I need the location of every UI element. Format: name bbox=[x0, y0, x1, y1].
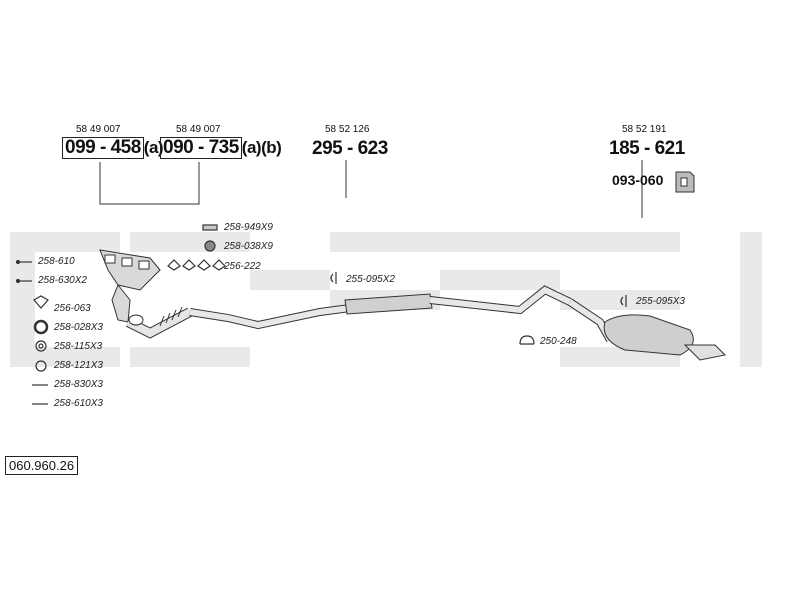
variant-suffix: (a) bbox=[143, 138, 164, 157]
variant-suffix: (a)(b) bbox=[241, 138, 282, 157]
left-part-label[interactable]: 258-610 bbox=[38, 256, 75, 267]
left-part-label[interactable]: 258-830X3 bbox=[54, 379, 103, 390]
part-number-rear-silencer[interactable]: 185 - 621 bbox=[609, 138, 685, 159]
mounting-bracket-icon bbox=[675, 171, 695, 193]
left-part-label[interactable]: 258-115X3 bbox=[54, 341, 103, 352]
top-part-label[interactable]: 256-222 bbox=[224, 261, 261, 272]
part-number-box[interactable]: 099 - 458 bbox=[62, 137, 144, 159]
hanger-icon bbox=[519, 335, 535, 345]
lock-nut-icon bbox=[204, 240, 216, 252]
left-part-label[interactable]: 258-610X3 bbox=[54, 398, 103, 409]
clamp-icon bbox=[330, 272, 337, 284]
bolt-head-icon bbox=[15, 259, 21, 265]
rear-silencer bbox=[567, 298, 727, 361]
nut-icon bbox=[33, 319, 49, 335]
oem-number: 58 52 191 bbox=[622, 124, 667, 135]
part-number-catalyst[interactable]: 090 - 735(a)(b) bbox=[160, 137, 282, 159]
washer-hole-icon bbox=[38, 343, 44, 349]
part-number-bracket[interactable]: 093-060 bbox=[612, 172, 664, 188]
left-part-label[interactable]: 258-028X3 bbox=[54, 322, 103, 333]
washer-icon bbox=[35, 340, 47, 352]
gasket-icon bbox=[33, 295, 49, 309]
hanger-label[interactable]: 250-248 bbox=[540, 336, 577, 347]
diagram-reference: 060.960.26 bbox=[5, 456, 79, 475]
clamp-label[interactable]: 255-095X3 bbox=[636, 296, 685, 307]
front-pipe bbox=[125, 304, 351, 339]
stud-bolt-icon bbox=[202, 224, 218, 231]
clamp-icon bbox=[620, 295, 627, 307]
left-part-label[interactable]: 258-630X2 bbox=[38, 275, 87, 286]
left-part-label[interactable]: 258-121X3 bbox=[54, 360, 103, 371]
left-part-label[interactable]: 256-063 bbox=[54, 303, 91, 314]
top-part-label[interactable]: 258-949X9 bbox=[224, 222, 273, 233]
bolt-head-icon bbox=[15, 278, 21, 284]
group-bracket bbox=[99, 162, 200, 205]
centre-silencer bbox=[344, 285, 572, 315]
top-part-label[interactable]: 258-038X9 bbox=[224, 241, 273, 252]
exhaust-manifold bbox=[99, 249, 161, 323]
gasket-set-icon bbox=[167, 259, 226, 271]
oem-number: 58 49 007 bbox=[76, 124, 121, 135]
ring-icon bbox=[35, 360, 47, 372]
part-number-centre-silencer[interactable]: 295 - 623 bbox=[312, 138, 388, 159]
part-number-box[interactable]: 090 - 735 bbox=[160, 137, 242, 159]
clamp-label[interactable]: 255-095X2 bbox=[346, 274, 395, 285]
oem-number: 58 49 007 bbox=[176, 124, 221, 135]
oem-number: 58 52 126 bbox=[325, 124, 370, 135]
part-number-manifold[interactable]: 099 - 458(a) bbox=[62, 137, 164, 159]
